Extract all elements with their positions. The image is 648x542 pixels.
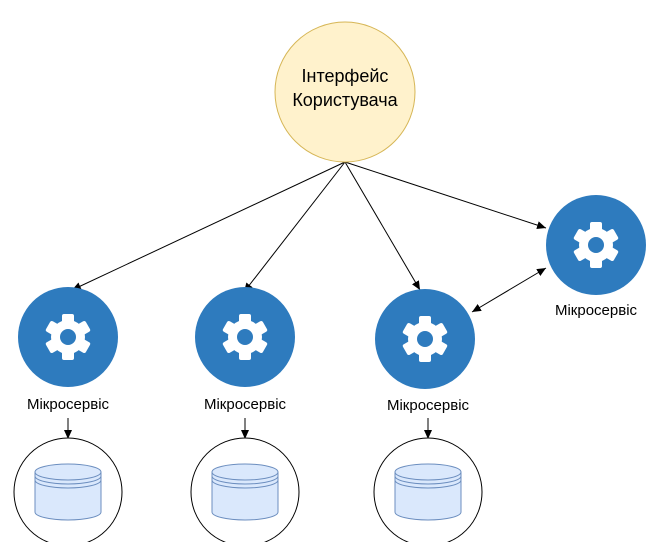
connection-edges bbox=[64, 161, 547, 439]
microservice-4: Мікросервіс bbox=[546, 195, 646, 319]
gear-icon bbox=[222, 314, 268, 360]
ui-node-label-line1: Інтерфейс bbox=[302, 66, 389, 86]
microservice-2: Мікросервіс bbox=[195, 287, 295, 413]
microservice-1-label: Мікросервіс bbox=[27, 396, 110, 413]
database-icon bbox=[211, 463, 279, 521]
microservice-3-label: Мікросервіс bbox=[387, 397, 470, 414]
database-3 bbox=[373, 437, 483, 542]
microservice-3: Мікросервіс bbox=[375, 289, 475, 414]
edge-service-3-service-4 bbox=[471, 267, 547, 313]
gear-icon bbox=[573, 222, 619, 268]
edge-ui-to-service-1 bbox=[71, 161, 346, 291]
microservice-1: Мікросервіс bbox=[18, 287, 118, 413]
database-2 bbox=[190, 437, 300, 542]
database-icon bbox=[34, 463, 102, 521]
microservice-4-label: Мікросервіс bbox=[555, 302, 638, 319]
gear-icon bbox=[402, 316, 448, 362]
edge-ui-to-service-3 bbox=[344, 161, 421, 291]
edge-ui-to-service-4 bbox=[344, 161, 547, 229]
microservice-2-label: Мікросервіс bbox=[204, 396, 287, 413]
ui-node: Інтерфейс Користувача bbox=[274, 21, 416, 163]
edge-ui-to-service-2 bbox=[243, 161, 346, 293]
ui-node-circle bbox=[274, 21, 416, 163]
database-icon bbox=[394, 463, 462, 521]
gear-icon bbox=[45, 314, 91, 360]
database-1 bbox=[13, 437, 123, 542]
ui-node-label-line2: Користувача bbox=[292, 90, 398, 110]
